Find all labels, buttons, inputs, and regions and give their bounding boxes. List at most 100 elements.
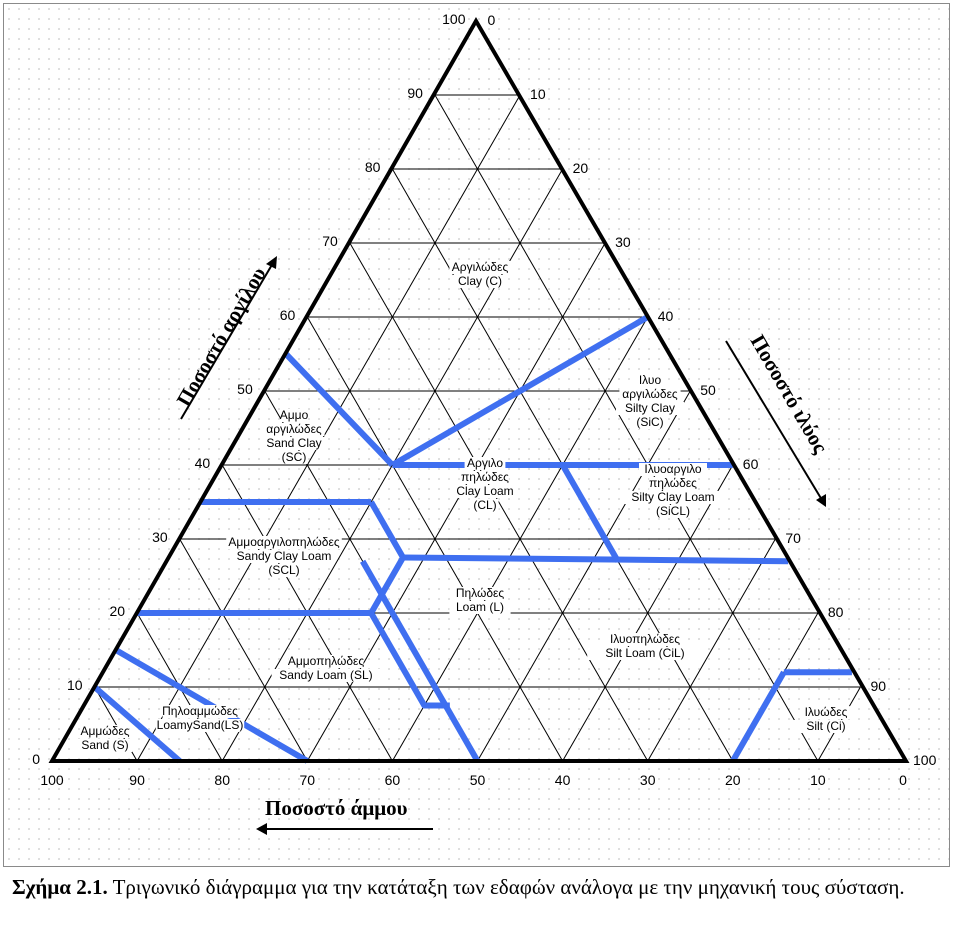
silty-clay-boundary xyxy=(390,314,650,468)
region-label-backdrop xyxy=(622,491,724,504)
right-tick-label: 80 xyxy=(828,604,844,620)
grid-line-sand xyxy=(349,242,649,762)
clay-axis-arrow-head xyxy=(266,256,277,269)
right-tick-label: 90 xyxy=(870,678,886,694)
region-label-backdrop xyxy=(471,499,499,512)
region-label-sandy-clay: αργιλώδες xyxy=(266,422,322,436)
right-tick-label: 0 xyxy=(488,12,496,28)
left-tick-label: 60 xyxy=(280,307,296,323)
region-label-silty-clay-loam: πηλώδες xyxy=(649,476,697,490)
sand-clay-boundary xyxy=(368,500,406,559)
region-label-silty-clay-loam: (SiCL) xyxy=(656,504,690,518)
region-label-silty-clay: Silty Clay xyxy=(625,401,675,415)
silt-boundary-low xyxy=(730,670,787,763)
region-label-clay-loam: πηλώδες xyxy=(461,470,509,484)
triangle-frame xyxy=(48,16,910,763)
left-tick-label: 10 xyxy=(67,677,83,693)
region-label-silty-clay: αργιλώδες xyxy=(622,387,678,401)
region-label-sandy-clay: Sand Clay xyxy=(266,436,321,450)
clay-axis-title: Ποσοστό αργίλου xyxy=(172,263,271,411)
region-label-clay: Αργιλώδες xyxy=(452,260,509,274)
bottom-tick-label: 70 xyxy=(300,772,316,788)
region-label-sandy-clay: (SC) xyxy=(282,450,307,464)
region-label-backdrop xyxy=(619,388,681,401)
grid-line-sand xyxy=(434,94,819,762)
right-tick-label: 40 xyxy=(658,308,674,324)
region-label-backdrop xyxy=(636,374,664,387)
region-label-backdrop xyxy=(587,647,703,660)
region-label-backdrop xyxy=(652,505,694,518)
region-label-backdrop xyxy=(288,655,364,668)
region-label-backdrop xyxy=(271,669,381,682)
right-tick-label: 50 xyxy=(700,382,716,398)
sand-axis-arrow-head xyxy=(256,823,267,835)
region-label-silty-clay-loam: Silty Clay Loam xyxy=(631,490,714,504)
left-tick-label: 20 xyxy=(110,603,126,619)
region-label-backdrop xyxy=(155,719,245,732)
region-label-backdrop xyxy=(633,416,667,429)
bottom-tick-label: 50 xyxy=(470,772,486,788)
region-label-backdrop xyxy=(607,633,683,646)
region-label-sandy-loam: Sandy Loam (SL) xyxy=(279,668,372,682)
left-tick-label: 80 xyxy=(365,159,381,175)
region-label-clay-loam: (CL) xyxy=(473,498,496,512)
sand-axis-title: Ποσοστό άμμου xyxy=(265,796,408,820)
bottom-tick-label: 60 xyxy=(385,772,401,788)
right-tick-label: 20 xyxy=(573,160,589,176)
loam-sandy-loam xyxy=(368,611,450,709)
region-label-backdrop xyxy=(280,451,308,464)
region-label-loam: Πηλώδες xyxy=(456,586,505,600)
region-label-backdrop xyxy=(263,437,325,450)
right-tick-label: 70 xyxy=(785,530,801,546)
region-label-sandy-clay-loam: (SCL) xyxy=(268,563,299,577)
grid-line-silt xyxy=(136,94,521,762)
figure-caption: Σχήμα 2.1. Τριγωνικό διάγραμμα για την κ… xyxy=(12,872,942,902)
bottom-tick-label: 40 xyxy=(555,772,571,788)
grid-line-silt xyxy=(562,464,734,762)
grid-line-silt xyxy=(477,390,691,762)
bottom-tick-label: 90 xyxy=(129,772,145,788)
region-label-backdrop xyxy=(226,536,342,549)
region-label-sand: Sand (S) xyxy=(81,738,128,752)
grid-line-silt xyxy=(647,538,776,762)
loam-silt-loam xyxy=(360,559,481,763)
region-label-silt-loam: Ιλυοπηλώδες xyxy=(610,632,680,646)
left-tick-label: 90 xyxy=(407,85,423,101)
caption-text: Τριγωνικό διάγραμμα για την κατάταξη των… xyxy=(107,875,905,899)
grid-line-sand xyxy=(179,538,308,762)
region-label-backdrop xyxy=(454,485,516,498)
right-tick-label: 10 xyxy=(530,86,546,102)
region-label-sand: Αμμώδες xyxy=(80,724,129,738)
region-label-backdrop xyxy=(81,725,129,738)
bottom-tick-label: 10 xyxy=(810,772,826,788)
region-label-backdrop xyxy=(639,463,707,476)
bottom-tick-label: 20 xyxy=(725,772,741,788)
scl-loam-boundary xyxy=(368,556,406,615)
region-label-backdrop xyxy=(449,601,511,614)
bottom-tick-label: 100 xyxy=(40,772,64,788)
bottom-tick-label: 80 xyxy=(214,772,230,788)
triangle-outline xyxy=(48,16,910,763)
region-label-clay: Clay (C) xyxy=(458,274,502,288)
silty-clay-loam-bnd xyxy=(559,463,621,563)
region-label-backdrop xyxy=(267,564,301,577)
grid-lines xyxy=(94,94,861,762)
region-label-silt: Silt (Ci) xyxy=(806,719,845,733)
clay-axis-arrow xyxy=(180,262,274,420)
right-tick-label: 100 xyxy=(913,752,937,768)
region-label-backdrop xyxy=(616,402,684,415)
region-label-silt: Ιλυώδες xyxy=(805,705,848,719)
region-label-backdrop xyxy=(456,587,504,600)
region-label-backdrop xyxy=(263,423,325,436)
region-label-loamy-sand: Πηλοαμμώδες xyxy=(162,704,238,718)
sand-axis-title-group: Ποσοστό άμμου xyxy=(256,796,433,835)
caption-label: Σχήμα 2.1. xyxy=(12,875,108,899)
region-label-backdrop xyxy=(449,261,511,274)
region-label-silt-loam: Silt Loam (CiL) xyxy=(605,646,684,660)
silt-axis-arrow-head xyxy=(816,494,826,507)
region-label-backdrop xyxy=(461,471,509,484)
right-tick-label: 60 xyxy=(743,456,759,472)
region-label-backdrop xyxy=(233,550,335,563)
